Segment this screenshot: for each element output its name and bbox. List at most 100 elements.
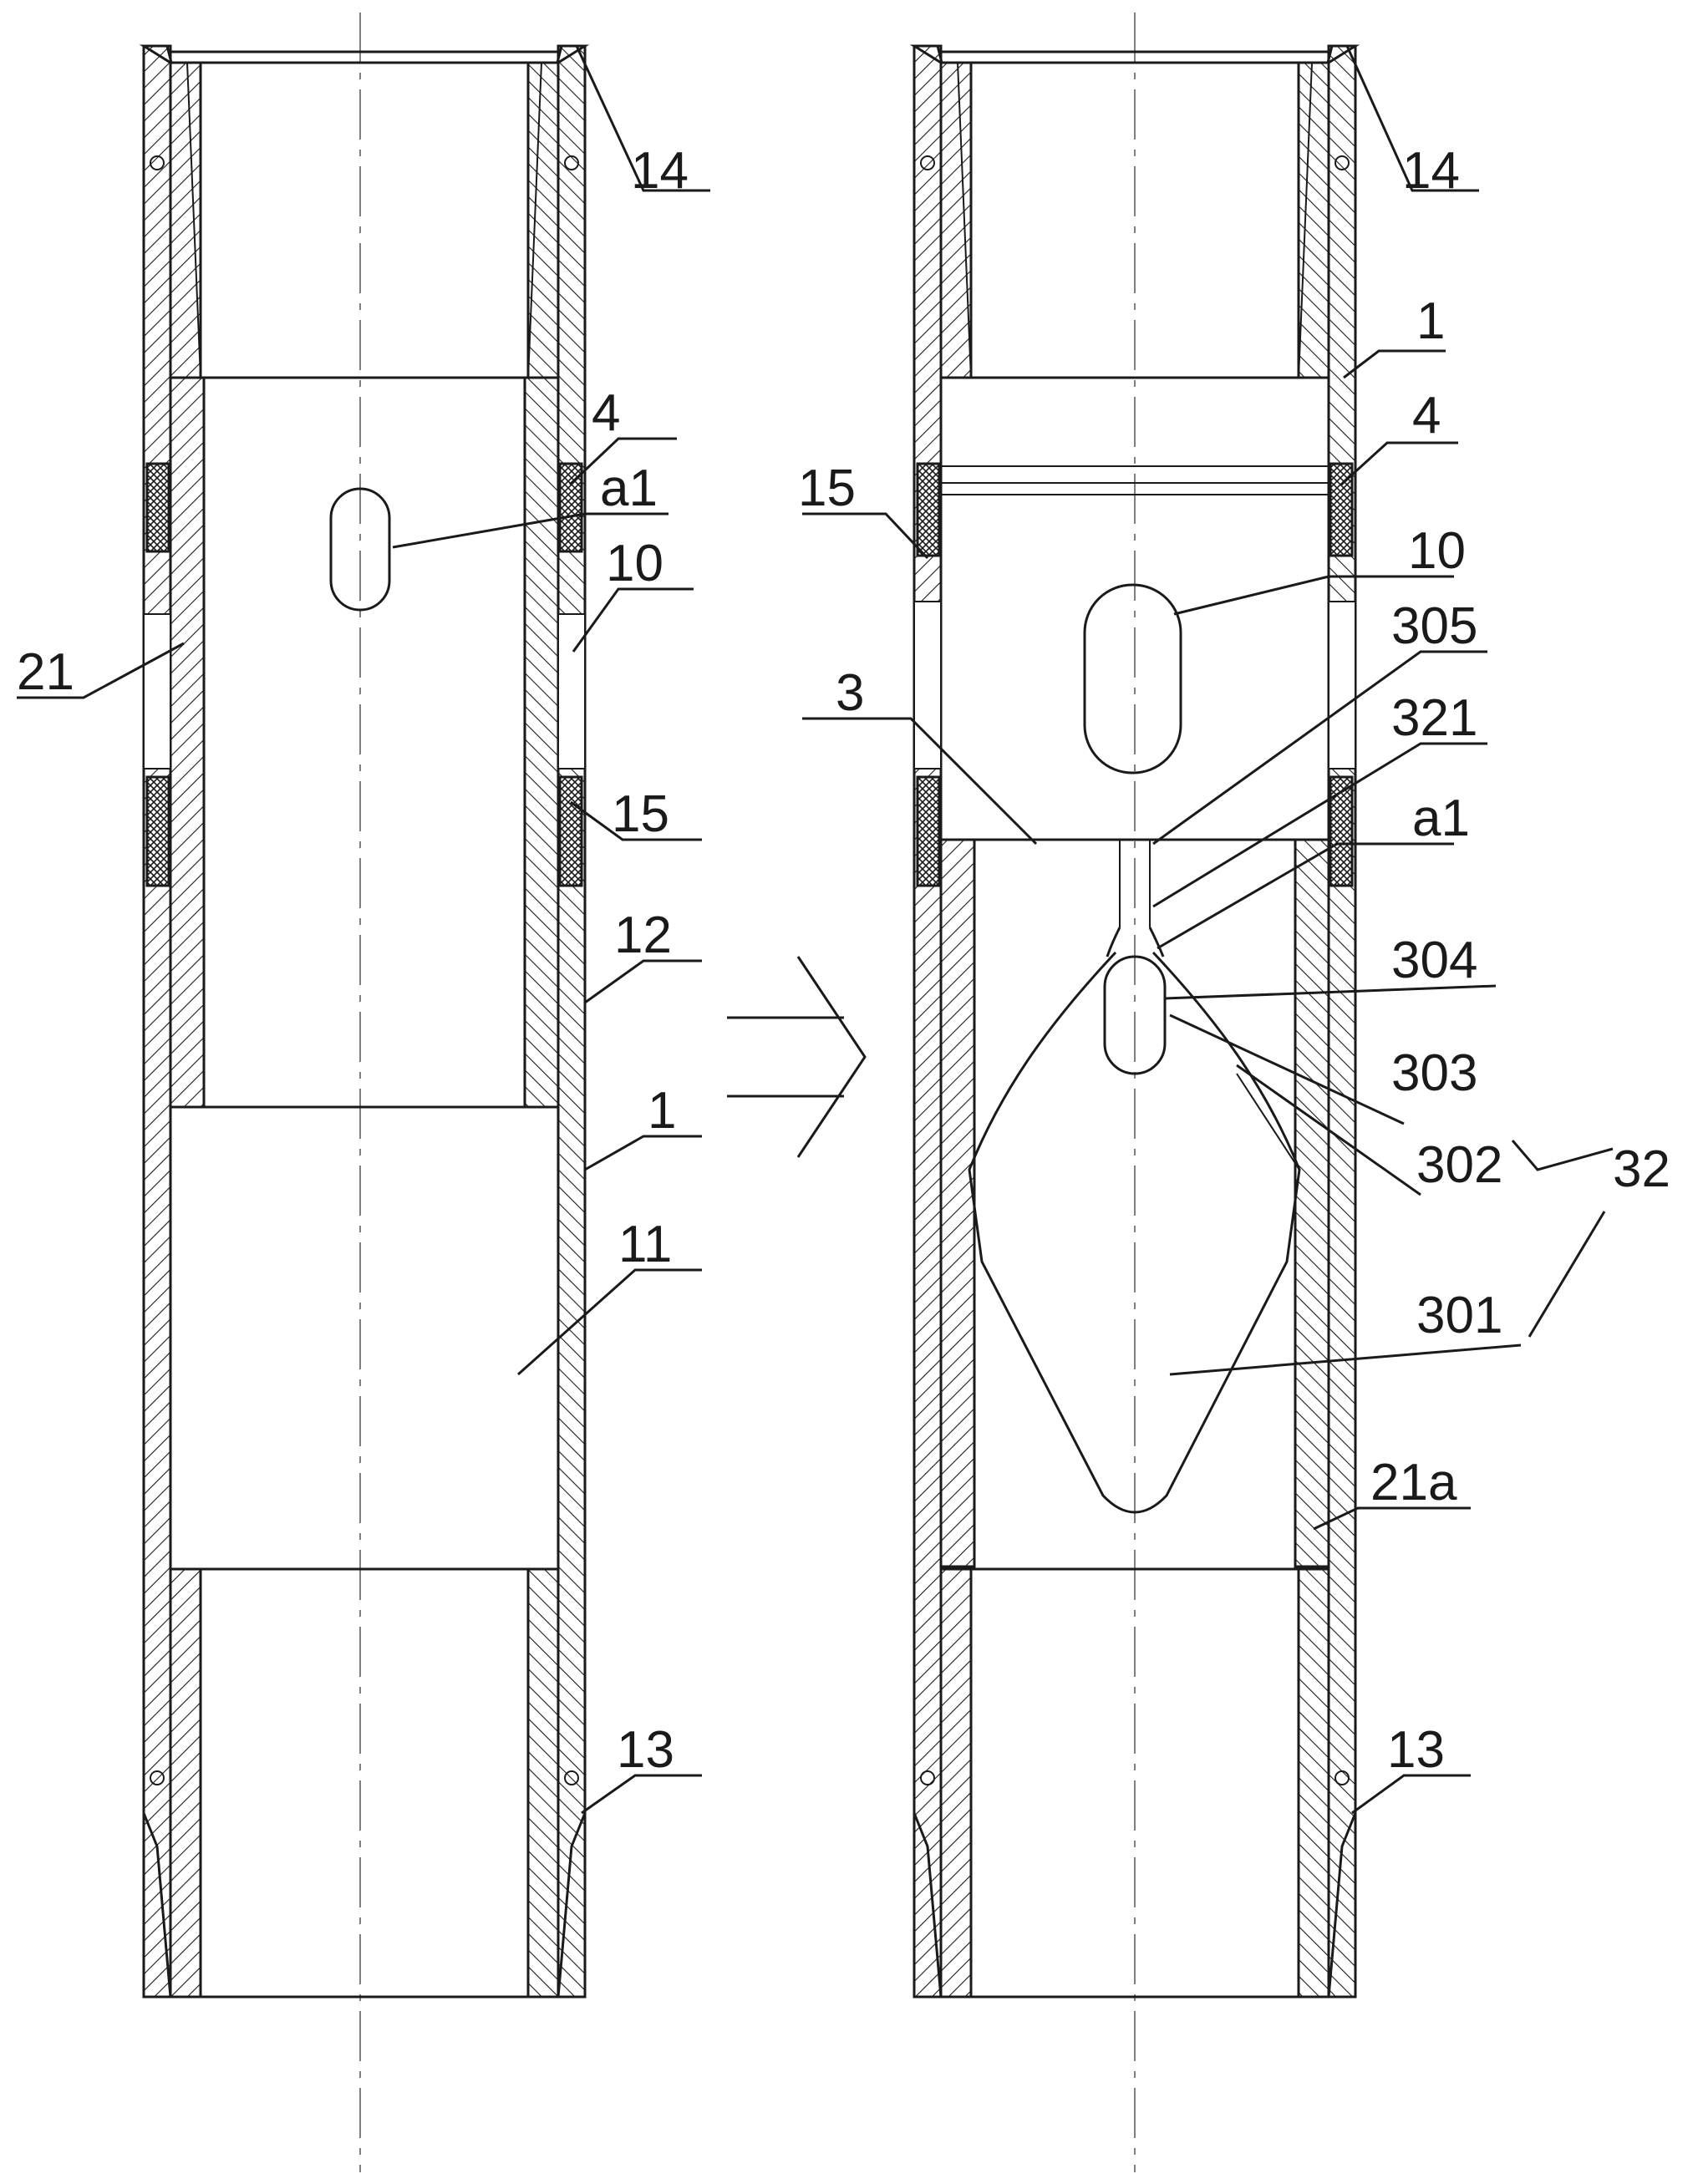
- right-top-taper-l: [957, 62, 972, 378]
- left-leader-13: [581, 1774, 702, 1815]
- left-bottom-seal-r: [564, 1770, 579, 1785]
- right-label-4: 4: [1412, 387, 1441, 444]
- left-label-10: 10: [606, 535, 663, 592]
- left-leader-21: [17, 642, 185, 699]
- right-leader-301: [1169, 1343, 1522, 1376]
- right-port-10-right: [1328, 601, 1356, 769]
- right-diverter-inner-302: [1236, 1073, 1300, 1171]
- right-diverter-outline: [968, 927, 1301, 1514]
- right-leader-32-a: [1511, 1140, 1614, 1171]
- right-bottom-taper-left: [913, 1812, 943, 1999]
- right-label-301: 301: [1416, 1287, 1502, 1344]
- left-top-coupling-right: [526, 44, 590, 379]
- right-label-10: 10: [1408, 522, 1466, 580]
- left-top-seal-r: [564, 155, 579, 170]
- right-outer-wall-left: [913, 44, 943, 1999]
- left-top-taper-r: [527, 62, 542, 378]
- left-sleeve-21-left: [169, 376, 206, 1109]
- right-label-302: 302: [1416, 1136, 1502, 1194]
- right-leader-321: [1152, 742, 1487, 908]
- transition-arrow: [727, 956, 867, 1158]
- left-label-12: 12: [614, 907, 672, 964]
- right-leader-3: [802, 717, 1038, 846]
- left-leader-12: [584, 959, 702, 1004]
- left-top-coupling-left: [139, 44, 202, 379]
- left-label-21: 21: [17, 643, 74, 701]
- right-view: 14 1 4 15 10 305 3 321 a1 304 303 302 32…: [798, 13, 1670, 2172]
- right-top-taper-r: [1298, 62, 1313, 378]
- left-seal-15-right: [558, 775, 583, 887]
- right-top-seal-l: [920, 155, 935, 170]
- right-leader-a1: [1157, 842, 1454, 950]
- right-leader-13: [1351, 1774, 1471, 1815]
- right-bottom-taper-right: [1327, 1812, 1357, 1999]
- left-top-seal-l: [150, 155, 165, 170]
- right-sleeve-21a-right: [1294, 838, 1330, 1568]
- right-leader-14: [1345, 45, 1479, 192]
- left-slot-a1: [329, 487, 391, 612]
- right-label-3: 3: [836, 664, 864, 722]
- right-leader-21a: [1313, 1506, 1471, 1531]
- right-label-321: 321: [1391, 689, 1477, 747]
- left-seal-15-left: [145, 775, 170, 887]
- right-label-304: 304: [1391, 932, 1477, 989]
- right-leader-303: [1169, 1013, 1405, 1125]
- left-bottom-pin-left: [169, 1567, 202, 1999]
- right-sleeve-21a-left: [939, 838, 976, 1568]
- left-label-15: 15: [612, 785, 669, 843]
- left-label-13: 13: [617, 1721, 674, 1779]
- left-leader-1: [584, 1135, 702, 1171]
- right-label-15: 15: [798, 460, 856, 517]
- left-bottom-pin-right: [526, 1567, 560, 1999]
- right-leader-15: [802, 512, 929, 560]
- left-bottom-seal-l: [150, 1770, 165, 1785]
- right-label-32: 32: [1613, 1140, 1670, 1198]
- right-label-21a: 21a: [1370, 1454, 1457, 1511]
- right-seal-15-left: [916, 775, 941, 887]
- left-leader-a1: [392, 512, 669, 549]
- right-label-a1: a1: [1412, 790, 1470, 847]
- right-leader-10: [1173, 575, 1454, 616]
- right-label-14: 14: [1402, 142, 1460, 200]
- right-leader-304: [1165, 984, 1497, 1000]
- right-top-coupling-left: [909, 44, 973, 379]
- right-label-1: 1: [1416, 292, 1445, 350]
- right-bottom-seal-l: [920, 1770, 935, 1785]
- right-slot-10: [1083, 583, 1182, 775]
- left-leader-10: [572, 587, 694, 653]
- right-port-10-left: [913, 601, 942, 769]
- left-port-10-right: [557, 613, 586, 769]
- left-label-1: 1: [648, 1082, 676, 1140]
- left-label-11: 11: [618, 1216, 672, 1273]
- right-label-13: 13: [1387, 1721, 1445, 1779]
- right-label-303: 303: [1391, 1044, 1477, 1102]
- left-leader-14: [575, 45, 710, 192]
- left-bottom-taper-left: [142, 1812, 172, 1999]
- left-seal-4-left: [145, 462, 170, 553]
- right-bottom-pin-right: [1297, 1567, 1330, 1999]
- left-leader-15: [570, 800, 702, 841]
- left-outer-wall-right: [557, 44, 587, 1999]
- right-outer-wall-right: [1327, 44, 1357, 1999]
- right-slot-304: [1103, 955, 1167, 1075]
- left-label-a1: a1: [600, 460, 658, 517]
- left-top-taper-l: [186, 62, 201, 378]
- right-leader-305: [1152, 650, 1487, 846]
- right-top-coupling-right: [1297, 44, 1360, 379]
- left-bottom-taper-right: [557, 1812, 587, 1999]
- left-port-10-left: [143, 613, 171, 769]
- right-leader-4: [1340, 441, 1458, 486]
- right-leader-32-b: [1528, 1211, 1606, 1338]
- left-sleeve-21-right: [523, 376, 560, 1109]
- left-view: 14 4 a1 10 21 15 12 1 11 13: [17, 13, 710, 2172]
- arrow-head: [796, 956, 867, 1158]
- left-label-4: 4: [592, 384, 620, 442]
- left-outer-wall-left: [142, 44, 172, 1999]
- right-leader-1: [1343, 349, 1446, 379]
- right-bottom-pin-left: [939, 1567, 973, 1999]
- left-leader-11: [517, 1268, 702, 1376]
- left-label-14: 14: [631, 142, 689, 200]
- right-top-seal-r: [1335, 155, 1350, 170]
- right-label-305: 305: [1391, 597, 1477, 655]
